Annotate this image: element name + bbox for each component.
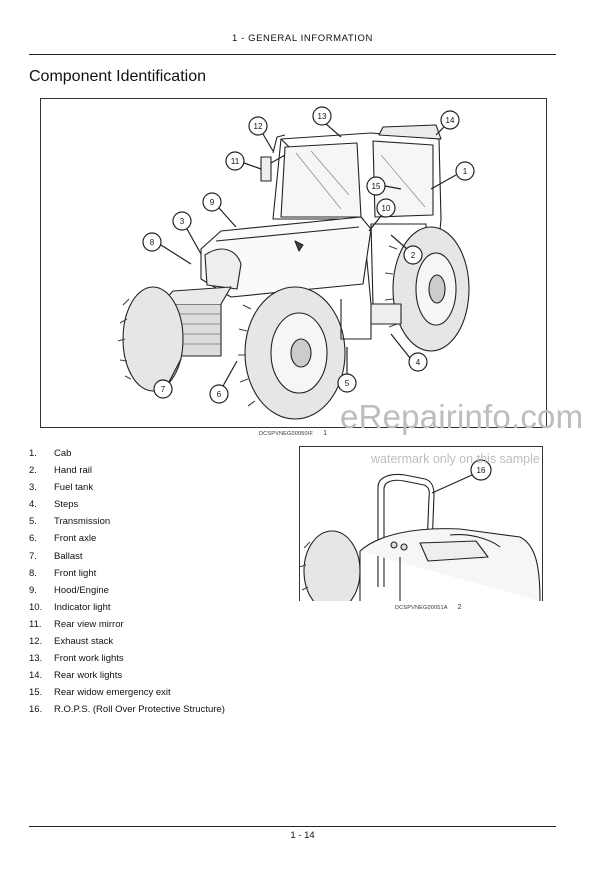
callout-8-label: 8 xyxy=(150,238,155,247)
footer-rule xyxy=(29,826,556,827)
callout-1-label: 1 xyxy=(463,167,468,176)
list-item: 16.R.O.P.S. (Roll Over Protective Struct… xyxy=(29,704,225,716)
watermark-note: watermark only on this sample xyxy=(371,452,540,466)
callout-7 xyxy=(153,358,182,399)
list-item: 7.Ballast xyxy=(29,550,83,562)
callout-10 xyxy=(368,198,396,232)
callout-11 xyxy=(225,151,262,171)
list-item: 1.Cab xyxy=(29,448,72,459)
tractor-figure: 12 13 14 11 1 15 9 10 3 8 2 4 5 7 6 xyxy=(40,98,547,428)
callout-3 xyxy=(172,211,202,255)
list-item: 8.Front light xyxy=(29,567,97,579)
callout-5 xyxy=(337,347,357,393)
figure2-code: DCSPVNEG00051A xyxy=(395,605,448,611)
list-item: 10.Indicator light xyxy=(29,601,111,613)
callout-15 xyxy=(366,176,402,196)
figure2-caption: DCSPVNEG00051A 2 xyxy=(395,604,462,611)
list-item: 11.Rear view mirror xyxy=(29,618,124,630)
callout-16 xyxy=(431,459,492,494)
list-item: 6.Front axle xyxy=(29,533,97,545)
list-item: 12.Exhaust stack xyxy=(29,636,114,648)
figure1-code: DCSPVNEG00050IF xyxy=(259,431,314,437)
callout-6 xyxy=(209,360,238,404)
list-item: 15.Rear widow emergency exit xyxy=(29,687,171,699)
hood-outline xyxy=(200,216,372,298)
page-title: Component Identification xyxy=(29,68,206,85)
callout-15-label: 15 xyxy=(372,182,381,191)
watermark-brand: eRepairinfo.com xyxy=(340,398,584,435)
list-item: 9.Hood/Engine xyxy=(29,584,109,596)
callout-3-label: 3 xyxy=(180,217,185,226)
list-item: 14.Rear work lights xyxy=(29,670,123,682)
callout-12 xyxy=(248,116,274,152)
rops-illustration: 16 xyxy=(300,459,541,601)
list-item: 13.Front work lights xyxy=(29,653,124,665)
callout-2-label: 2 xyxy=(411,251,416,260)
callout-2 xyxy=(390,234,423,265)
list-item: 4.Steps xyxy=(29,499,79,511)
callout-14-label: 14 xyxy=(446,116,455,125)
callout-7-label: 7 xyxy=(161,385,166,394)
callout-6-label: 6 xyxy=(217,390,222,399)
callout-9-label: 9 xyxy=(210,198,215,207)
page-number: 1 - 14 xyxy=(290,830,315,841)
figure2-number: 2 xyxy=(457,604,462,611)
callout-13-label: 13 xyxy=(318,112,327,121)
tractor-illustration: 12 13 14 11 1 15 9 10 3 8 2 4 5 7 6 xyxy=(117,106,475,420)
callout-16-label: 16 xyxy=(477,466,486,475)
callout-4 xyxy=(390,333,428,372)
callout-1 xyxy=(430,161,475,190)
callout-10-label: 10 xyxy=(382,204,391,213)
callout-11-label: 11 xyxy=(231,157,240,166)
callout-14 xyxy=(435,110,460,136)
list-item: 3.Fuel tank xyxy=(29,482,94,494)
list-item: 2.Hand rail xyxy=(29,465,93,477)
callout-4-label: 4 xyxy=(416,358,421,367)
figure1-caption: DCSPVNEG00050IF 1 xyxy=(259,430,327,437)
header-rule xyxy=(29,54,556,55)
rops-figure: 16 xyxy=(299,446,543,601)
figure1-number: 1 xyxy=(323,430,328,437)
section-header: 1 - GENERAL INFORMATION xyxy=(231,33,373,44)
list-item: 5.Transmission xyxy=(29,516,111,528)
rops-frame xyxy=(377,473,435,587)
callout-8 xyxy=(142,232,192,265)
callout-13 xyxy=(312,106,342,138)
callout-5-label: 5 xyxy=(345,379,350,388)
component-list: 1.Cab 2.Hand rail 3.Fuel tank 4.Steps 5.… xyxy=(29,445,225,719)
callout-12-label: 12 xyxy=(254,122,263,131)
callout-9 xyxy=(202,192,237,228)
